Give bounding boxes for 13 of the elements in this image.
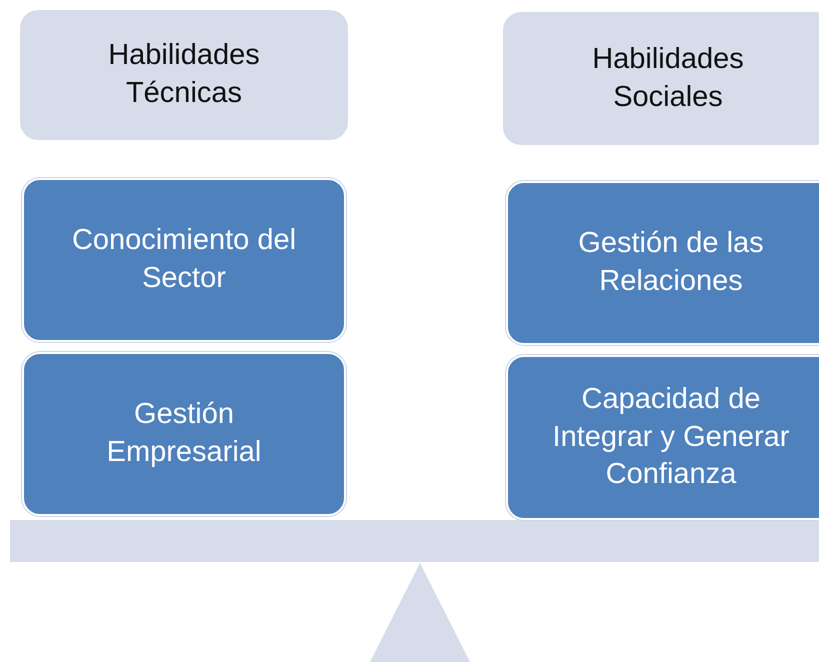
category-header-box	[503, 12, 819, 145]
skill-text: Gestión de las Relaciones	[577, 226, 765, 299]
skill-text: Gestión Empresarial	[106, 397, 262, 470]
skill-text: Conocimiento del Sector	[70, 223, 298, 296]
category-header-box	[20, 10, 348, 140]
header-text: Habilidades Técnicas	[107, 38, 261, 111]
skill-box	[506, 181, 819, 345]
skill-box	[22, 178, 346, 342]
skill-box	[506, 355, 819, 520]
skill-text: Capacidad de Integrar y Generar Confianza	[552, 382, 790, 492]
header-text: Habilidades Sociales	[591, 42, 745, 114]
skill-box	[22, 352, 346, 516]
fulcrum-triangle	[370, 563, 470, 662]
